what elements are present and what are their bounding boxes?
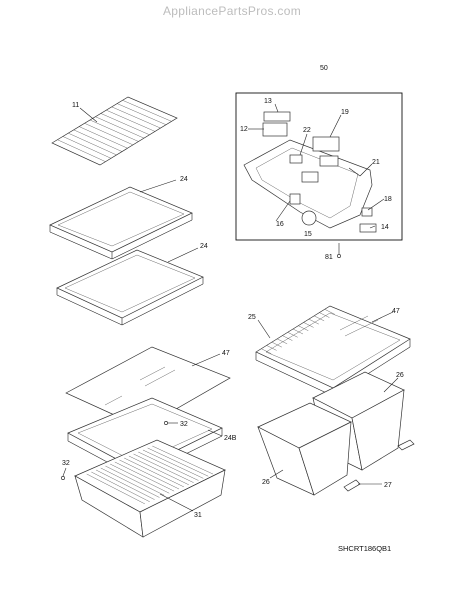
control-housing	[243, 111, 377, 258]
hatch-line	[100, 467, 160, 498]
callout-26-front: 26	[262, 479, 270, 486]
diagram-code: SHCRT186QB1	[338, 544, 391, 553]
hatch-line	[89, 119, 139, 142]
hatch-line	[319, 312, 330, 318]
site-watermark: AppliancePartsPros.com	[163, 4, 301, 18]
hatch-line	[282, 335, 293, 341]
callout-11: 11	[72, 102, 79, 109]
callout-22: 22	[303, 127, 311, 134]
hatch-line	[79, 126, 128, 149]
hatch-line	[128, 455, 189, 485]
hatch-line	[62, 136, 112, 159]
callout-24: 24	[180, 176, 188, 183]
callout-24b: 24B	[224, 435, 237, 442]
crisper-cover-right	[255, 305, 411, 397]
callout-32-upper: 32	[180, 421, 188, 428]
callout-15: 15	[304, 231, 312, 238]
hatch-line	[271, 341, 282, 348]
hatch-line	[147, 447, 209, 477]
hatch-line	[68, 132, 117, 156]
hatch-line	[57, 139, 106, 162]
hatch-line	[298, 325, 309, 331]
hatch-line	[100, 113, 150, 135]
hatch-line	[287, 332, 298, 338]
glass-shelf-upper	[49, 186, 193, 260]
hatch-line	[152, 445, 214, 475]
hatch-line	[86, 473, 145, 505]
callout-47-right: 47	[392, 308, 400, 315]
hatch-line	[111, 106, 161, 129]
hatch-line	[114, 461, 175, 492]
callout-50: 50	[320, 65, 328, 72]
callout-18: 18	[384, 196, 392, 203]
hatch-line	[84, 123, 134, 146]
callouts: 50 11 13 19 12 22 21 24 18 16 15 14 24 8…	[62, 65, 404, 519]
glass-shelf-lower	[56, 249, 204, 326]
hatch-line	[110, 463, 170, 494]
callout-14: 14	[381, 224, 389, 231]
hatch-line	[117, 103, 167, 125]
callout-12: 12	[240, 126, 248, 133]
callout-27: 27	[384, 482, 392, 489]
hatch-line	[106, 109, 156, 132]
hatch-line	[91, 471, 150, 502]
callout-24-lower: 24	[200, 243, 208, 250]
callout-26-back: 26	[396, 372, 404, 379]
hatch-line	[277, 338, 288, 345]
callout-25: 25	[248, 314, 256, 321]
callout-16: 16	[276, 221, 284, 228]
callout-31: 31	[194, 512, 202, 519]
wire-shelf	[51, 96, 178, 166]
hatch-line	[133, 453, 194, 483]
callout-13: 13	[264, 98, 272, 105]
hatch-line	[303, 322, 314, 328]
hatch-line	[308, 318, 319, 325]
hatch-line	[261, 348, 272, 354]
hatch-line	[95, 469, 155, 500]
hatch-line	[142, 449, 204, 479]
hatch-line	[124, 457, 184, 488]
control-assembly-box	[235, 92, 403, 241]
leader-lines	[62, 103, 399, 512]
callout-81: 81	[325, 254, 333, 261]
hatch-line	[324, 309, 335, 315]
hatch-line	[138, 451, 199, 481]
hatch-line	[105, 465, 165, 496]
callout-32-lower: 32	[62, 460, 70, 467]
hatch-line	[119, 459, 180, 490]
hatch-line	[122, 100, 172, 122]
hatch-line	[95, 116, 145, 139]
hatch-line	[292, 328, 304, 335]
hatch-line	[266, 345, 277, 351]
hatch-line	[73, 129, 123, 152]
callout-47-left: 47	[222, 350, 230, 357]
hatch-line	[314, 315, 325, 322]
crisper-drawer-front	[257, 402, 352, 496]
callout-19: 19	[341, 109, 349, 116]
callout-21: 21	[372, 159, 380, 166]
pan-drawer	[61, 439, 226, 538]
